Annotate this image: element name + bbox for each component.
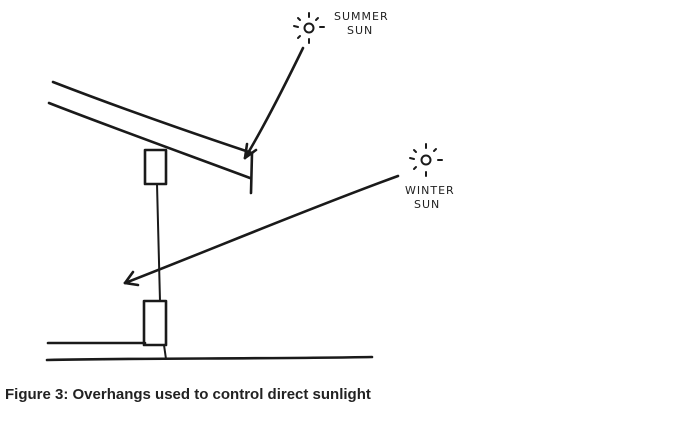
- winter-sun-label-line1: WINTER: [405, 184, 455, 197]
- summer-sun-ray-arrow: [243, 46, 305, 160]
- wall-base-line: [163, 344, 167, 360]
- figure-caption: Figure 3: Overhangs used to control dire…: [5, 386, 371, 403]
- winter-sun-label-line2: SUN: [414, 198, 440, 211]
- overhang-sunlight-diagram: SUMMER SUN WINTER SUN: [45, 10, 455, 362]
- window-line: [156, 183, 161, 302]
- summer-sun-icon: [293, 12, 325, 44]
- roof-overhang: [47, 80, 254, 195]
- summer-sun-label-line1: SUMMER: [334, 10, 389, 23]
- upper-wall-block: [143, 148, 168, 186]
- ground-lines: [45, 341, 374, 362]
- lower-wall-block: [142, 299, 168, 347]
- winter-sun-icon: [409, 143, 443, 177]
- summer-sun-label-line2: SUN: [347, 24, 373, 37]
- winter-sun-ray-arrow: [123, 174, 400, 287]
